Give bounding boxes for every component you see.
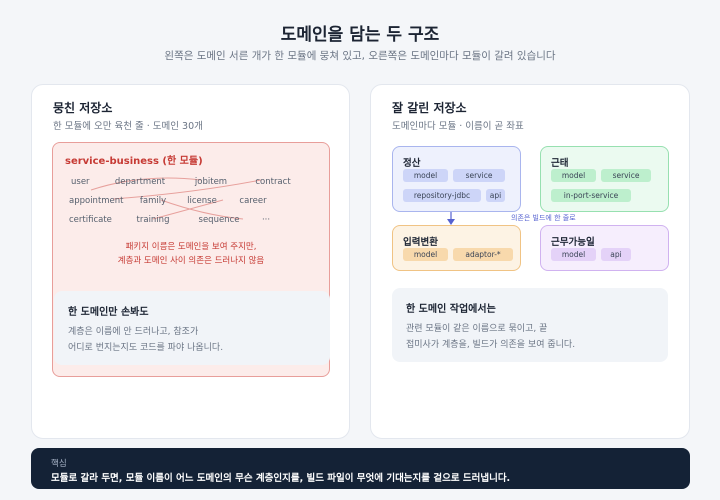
split-subtitle: 도메인마다 모듈 · 이름이 곧 좌표 [392,121,524,132]
chip-input-model: model [403,248,448,261]
module-settlement-title: 정산 [403,158,421,169]
module-input-conversion: 입력변환 model adaptor-* [392,225,521,271]
module-title: service-business (한 모듈) [65,156,203,167]
domain-contract: contract [255,177,291,187]
chip-attendance-in-port-service: in-port-service [551,189,631,202]
chip-settlement-repository-jdbc: repository-jdbc [403,189,481,202]
domain-user: user [71,177,90,187]
key-takeaway-label: 핵심 [51,459,67,469]
module-settlement: 정산 model service repository-jdbc api [392,146,521,212]
chip-settlement-model: model [403,169,448,182]
module-availability: 근무가능일 model api [540,225,669,271]
module-availability-title: 근무가능일 [551,237,595,248]
module-warning-line2: 계층과 도메인 사이 의존은 드러나지 않음 [117,256,265,266]
chip-settlement-api: api [486,189,505,202]
single-domain-line1: 관련 모듈이 같은 이름으로 묶이고, 끝 [406,324,548,334]
page-title: 도메인을 담는 두 구조 [280,25,440,45]
chip-availability-model: model [551,248,596,261]
chip-attendance-model: model [551,169,596,182]
domain-sequence: sequence [198,215,240,225]
single-domain-title: 한 도메인 작업에서는 [406,304,496,315]
domain-career: career [239,196,267,206]
domain-family: family [139,196,167,206]
edit-cost-line2: 어디로 번지는지도 코드를 파야 나옵니다. [68,343,224,353]
domain-department: department [114,177,166,187]
domain-jobitem: jobitem [194,177,228,187]
module-warning-line1: 패키지 이름은 도메인을 보여 주지만, [125,242,257,252]
chip-settlement-service: service [453,169,505,182]
domain-ellipsis: ··· [261,215,271,225]
domain-certificate: certificate [69,215,112,225]
split-panel: 잘 갈린 저장소 도메인마다 모듈 · 이름이 곧 좌표 정산 model se… [370,84,690,439]
module-attendance: 근태 model service in-port-service [540,146,669,212]
edit-cost-title: 한 도메인만 손봐도 [68,307,149,318]
chip-input-adaptor: adaptor-* [453,248,513,261]
tangled-dependency-lines [90,177,262,220]
domain-license: license [187,196,217,206]
monolith-subtitle: 한 모듈에 오만 육천 줄 · 도메인 30개 [53,121,203,132]
domain-training: training [136,215,170,225]
page-subtitle: 왼쪽은 도메인 서른 개가 한 모듈에 뭉쳐 있고, 오른쪽은 도메인마다 모듈… [164,50,556,62]
domain-appointment: appointment [69,196,124,206]
monolith-panel: 뭉친 저장소 한 모듈에 오만 육천 줄 · 도메인 30개 service-b… [31,84,350,439]
key-takeaway-banner: 핵심 모듈로 갈라 두면, 모듈 이름이 어느 도메인의 무슨 계층인지를, 빌… [31,448,690,489]
edit-cost-card: 한 도메인만 손봐도 계층은 이름에 안 드러나고, 참조가 어디로 번지는지도… [54,291,330,365]
chip-availability-api: api [601,248,631,261]
key-takeaway-text: 모듈로 갈라 두면, 모듈 이름이 어느 도메인의 무슨 계층인지를, 빌드 파… [51,473,511,484]
chip-attendance-service: service [601,169,651,182]
module-attendance-title: 근태 [551,158,569,169]
module-input-title: 입력변환 [403,237,438,248]
dependency-arrow [447,212,455,225]
edit-cost-line1: 계층은 이름에 안 드러나고, 참조가 [68,327,199,337]
single-domain-line2: 접미사가 계층을, 빌드가 의존을 보여 줍니다. [406,340,576,350]
single-domain-card: 한 도메인 작업에서는 관련 모듈이 같은 이름으로 묶이고, 끝 접미사가 계… [392,288,668,362]
monolith-title: 뭉친 저장소 [53,101,113,115]
split-title: 잘 갈린 저장소 [392,101,467,115]
dependency-label: 의존은 빌드에 한 줄로 [511,214,576,222]
